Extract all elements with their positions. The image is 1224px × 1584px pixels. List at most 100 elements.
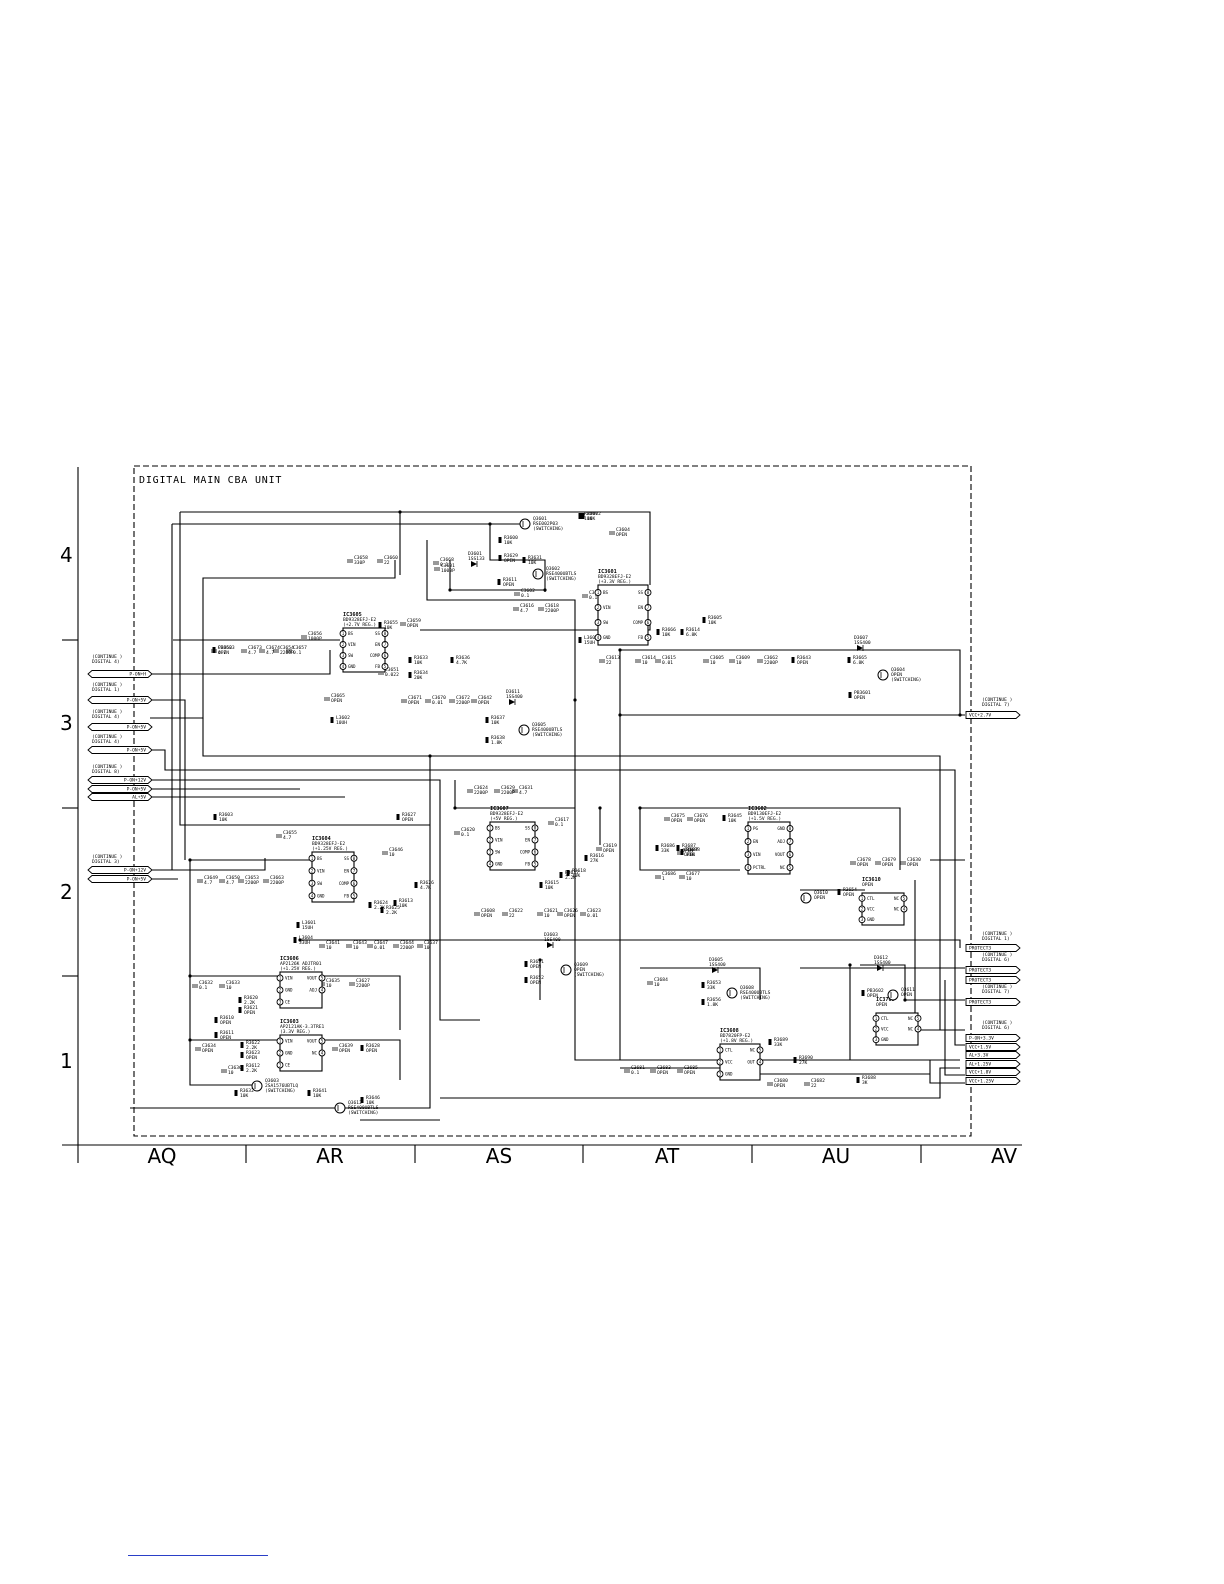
junction-dot	[538, 958, 542, 962]
component-value: OPEN	[867, 993, 878, 999]
component-ref: R3612	[246, 1063, 260, 1069]
resistor-body	[307, 1090, 311, 1096]
component-ref: C3660	[384, 555, 398, 561]
port-signal: AL+1.25V	[969, 1062, 991, 1068]
port-signal: P-ON+12V	[124, 778, 146, 784]
ic-pin-name: NC	[894, 896, 900, 901]
component-ref: C3647	[374, 940, 388, 946]
component-value: OPEN	[478, 700, 489, 706]
component-ref: C3665	[331, 693, 345, 699]
ic-part: BD9130EFJ-E2	[748, 811, 781, 817]
ic-pin-number	[276, 974, 284, 982]
component-ref: R3636	[456, 655, 470, 661]
ic-pin-number	[872, 1036, 880, 1044]
port-signal: P-ON+5V	[127, 698, 147, 704]
wire	[640, 807, 901, 870]
row-label: 4	[60, 543, 73, 567]
ic-pin-number	[486, 848, 494, 856]
component-value: 10K	[584, 516, 593, 522]
component-value: 4.7	[266, 650, 275, 656]
wire	[179, 512, 430, 826]
resistor-body	[655, 845, 659, 851]
ic-body	[279, 1034, 323, 1072]
component-value: 0.01	[374, 945, 385, 951]
ic-pin-number-label: 3	[875, 1037, 878, 1042]
ic-pin-number-label: 5	[321, 1039, 324, 1044]
ic-pin-number-label: 7	[534, 838, 537, 843]
component-ref: C3655	[283, 830, 297, 836]
component-ref: C3670	[432, 695, 446, 701]
ic-pin-name: GND	[867, 917, 875, 922]
component-ref: C3632	[199, 980, 213, 986]
component-ref: C3627	[356, 978, 370, 984]
port-arrow	[965, 711, 1021, 719]
zone-label: AR	[316, 1144, 344, 1168]
ic-pin-number	[756, 1058, 764, 1066]
component-value: 1000P	[308, 636, 322, 642]
component-value: 0.1	[631, 1070, 640, 1076]
resistor-body	[539, 882, 543, 888]
component-value: 1.8K	[707, 1002, 718, 1008]
ic-pin-number	[872, 1025, 880, 1033]
component-value: 4.7	[218, 650, 227, 656]
port-signal: PROTECT3	[969, 978, 991, 984]
component-value: 2200P	[545, 608, 559, 614]
transistor-note: (SWITCHING)	[546, 576, 576, 582]
ic-pin-number	[531, 860, 539, 868]
component-ref: C3622	[509, 908, 523, 914]
ic-pin-number	[318, 974, 326, 982]
component-value: 10	[228, 1070, 234, 1076]
resistor-body	[293, 937, 297, 943]
resistor-body	[485, 717, 489, 723]
component-value: OPEN	[907, 862, 918, 868]
ic-pin-number-label: 4	[321, 988, 324, 993]
ic-note: (+5V REG.)	[490, 816, 518, 822]
port-continue: (CONTINUE )	[982, 984, 1012, 990]
component-ref: R3638	[491, 735, 505, 741]
ic-pin-number	[900, 894, 908, 902]
ic-pin-number-label: 7	[353, 868, 356, 873]
port-continue: DIGITAL 1)	[92, 687, 120, 693]
page-link-underline[interactable]	[128, 1555, 268, 1556]
ic-pin-number	[644, 604, 652, 611]
ic-part: AP2126K ADJTR01	[280, 961, 322, 967]
ic-pin-name: GND	[348, 664, 356, 669]
right-port: (CONTINUE )DIGITAL 7)VCC+2.7V	[965, 697, 1021, 719]
ic-note: (+1.25V REG.)	[312, 846, 348, 852]
component-value: 2.2K	[246, 1045, 257, 1051]
port-signal: VCC+1.5V	[969, 1045, 991, 1051]
component-ref: R3690	[799, 1055, 813, 1061]
resistor-body	[847, 657, 851, 663]
component-value: 0.1	[293, 650, 302, 656]
diode-ref: D3603	[544, 932, 558, 938]
component-value: 10	[710, 660, 716, 666]
ic-pin-number-label: 3	[719, 1072, 722, 1077]
component-value: OPEN	[530, 964, 541, 970]
resistor-body	[213, 814, 217, 820]
resistor-body	[676, 845, 680, 851]
ic-pin-number	[318, 1049, 326, 1057]
component-value: 10	[654, 982, 660, 988]
component-value: 2200P	[400, 945, 414, 951]
component-ref: C3675	[671, 813, 685, 819]
zone-label: AU	[822, 1144, 850, 1168]
ic-pin-number	[486, 836, 494, 844]
port-continue: (CONTINUE )	[92, 734, 122, 740]
ic-pin-number-label: 4	[311, 893, 314, 898]
